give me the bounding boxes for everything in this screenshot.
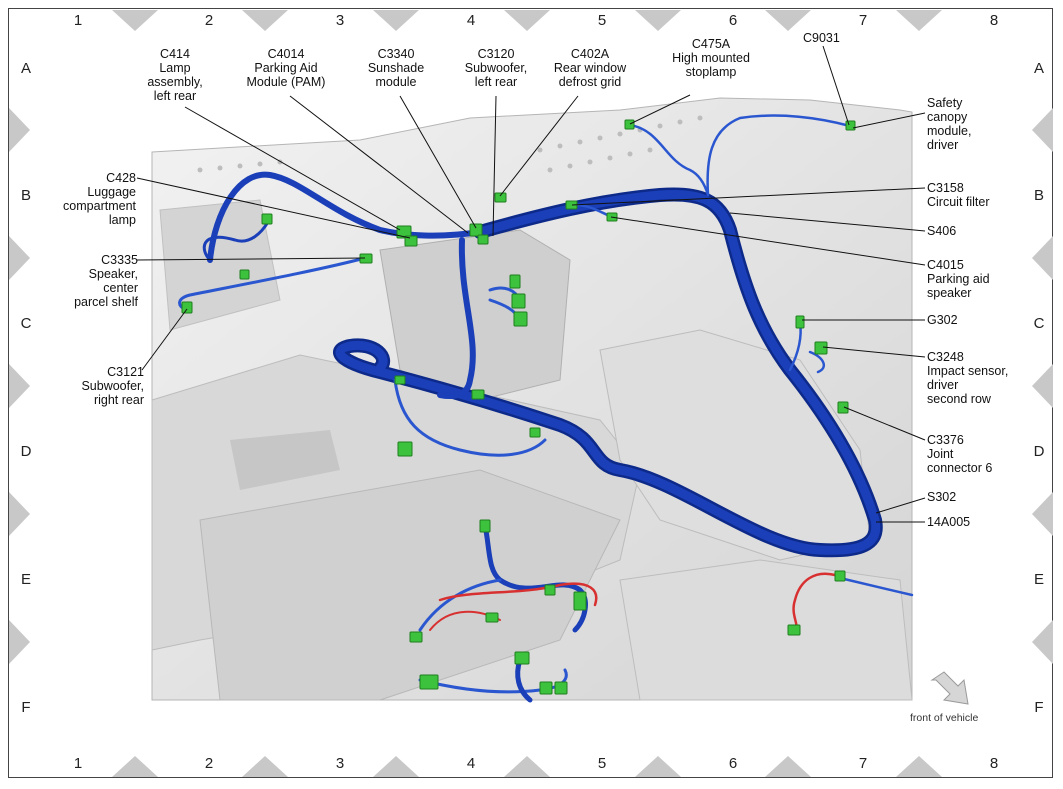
row-label: A	[20, 60, 31, 77]
front-of-vehicle-arrow-icon	[930, 671, 969, 705]
callout-s406: S406	[927, 224, 957, 238]
front-of-vehicle-label: front of vehicle	[910, 712, 979, 724]
row-label: C	[20, 315, 32, 332]
column-label: 5	[597, 755, 607, 772]
column-label: 1	[73, 755, 83, 772]
wiring-harness-14a005	[178, 114, 914, 703]
harness-connectors	[181, 119, 856, 695]
row-label: B	[20, 187, 31, 204]
column-label: 4	[466, 12, 476, 29]
column-label: 1	[73, 12, 83, 29]
row-label: E	[1033, 571, 1044, 588]
column-label: 8	[989, 12, 999, 29]
callout-leader-lines	[136, 45, 926, 523]
callout-g302: G302	[927, 313, 958, 327]
callout-14a005: 14A005	[927, 515, 971, 529]
column-label: 3	[335, 12, 345, 29]
row-label: A	[1033, 60, 1044, 77]
column-label: 4	[466, 755, 476, 772]
row-label: D	[20, 443, 32, 460]
column-label: 5	[597, 12, 607, 29]
row-label: F	[1034, 699, 1044, 716]
row-label: D	[1033, 443, 1045, 460]
column-label: 3	[335, 755, 345, 772]
row-label: B	[1033, 187, 1044, 204]
row-label: C	[1033, 315, 1045, 332]
column-label: 2	[204, 755, 214, 772]
row-label: E	[20, 571, 31, 588]
row-label: F	[21, 699, 31, 716]
column-label: 2	[204, 12, 214, 29]
column-label: 6	[728, 755, 738, 772]
grid-zone-markers	[9, 10, 1053, 777]
callout-s302: S302	[927, 490, 957, 504]
vehicle-body-illustration	[151, 97, 913, 701]
column-label: 7	[858, 12, 868, 29]
column-label: 7	[858, 755, 868, 772]
column-label: 8	[989, 755, 999, 772]
callout-c9031: C9031	[803, 31, 840, 45]
column-label: 6	[728, 12, 738, 29]
